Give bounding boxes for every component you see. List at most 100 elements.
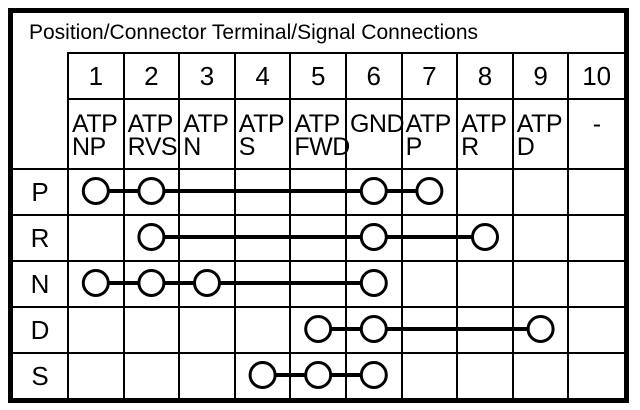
signal-name-line: FWD xyxy=(294,133,350,161)
connection-cell xyxy=(289,352,347,398)
signal-name-line: ATP xyxy=(127,110,174,138)
position-row: D xyxy=(13,306,624,354)
connection-cell xyxy=(178,260,236,308)
connection-cell xyxy=(456,352,514,398)
position-label-cell: D xyxy=(13,306,69,354)
position-label-cell: N xyxy=(13,260,69,308)
connection-cell xyxy=(122,306,181,354)
signal-name-line: - xyxy=(592,110,601,138)
connection-cell xyxy=(400,260,459,308)
connection-cell xyxy=(233,352,292,398)
connection-cell xyxy=(67,168,125,216)
connection-cell xyxy=(178,168,236,216)
signal-name-line: S xyxy=(238,133,256,161)
chart-title: Position/Connector Terminal/Signal Conne… xyxy=(29,21,479,44)
terminal-number-cell: 5 xyxy=(289,52,347,100)
connection-cell xyxy=(567,260,624,308)
connection-cell xyxy=(178,214,236,262)
connection-cell xyxy=(511,352,570,398)
connection-cell xyxy=(567,352,624,398)
signal-name-line: R xyxy=(461,133,479,161)
signal-name-line: N xyxy=(183,133,201,161)
connection-cell xyxy=(511,306,570,354)
connection-cell xyxy=(289,168,347,216)
terminal-number-cell: 8 xyxy=(456,52,514,100)
connection-cell xyxy=(511,260,570,308)
terminal-number-cell: 9 xyxy=(511,52,570,100)
connection-cell xyxy=(511,214,570,262)
connection-cell xyxy=(344,214,403,262)
signal-name-line: ATP xyxy=(516,110,563,138)
signal-name-line: GND xyxy=(349,110,405,138)
terminal-number-cell: 10 xyxy=(567,52,624,100)
connection-cell xyxy=(67,352,125,398)
connection-cell xyxy=(511,168,570,216)
connection-cell xyxy=(67,306,125,354)
connection-cell xyxy=(289,214,347,262)
terminal-number-cell: 7 xyxy=(400,52,459,100)
terminal-number-cell: 3 xyxy=(178,52,236,100)
connection-cell xyxy=(567,168,624,216)
connection-cell xyxy=(233,306,292,354)
connection-cell xyxy=(400,306,459,354)
connection-cell xyxy=(122,260,181,308)
signal-name-cell: GND xyxy=(344,98,405,170)
connection-cell xyxy=(567,214,624,262)
connection-cell xyxy=(122,214,181,262)
connection-cell xyxy=(344,352,403,398)
position-row: P xyxy=(13,168,624,216)
signal-name-line: RVS xyxy=(127,133,178,161)
connection-cell xyxy=(233,168,292,216)
terminal-number-cell: 6 xyxy=(344,52,403,100)
connection-cell xyxy=(289,260,347,308)
signal-name-cell: - xyxy=(567,98,624,170)
connection-cell xyxy=(289,306,347,354)
connection-cell xyxy=(400,214,459,262)
connection-cell xyxy=(344,168,403,216)
connection-cell xyxy=(233,214,292,262)
position-row: R xyxy=(13,214,624,262)
signal-name-line: NP xyxy=(72,133,106,161)
connection-cell xyxy=(178,352,236,398)
position-label-cell: S xyxy=(13,352,69,398)
connection-cell xyxy=(67,214,125,262)
position-label-cell: R xyxy=(13,214,69,262)
connection-cell xyxy=(456,260,514,308)
signal-name-line: ATP xyxy=(72,110,118,138)
position-row: N xyxy=(13,260,624,308)
connection-cell xyxy=(344,260,403,308)
terminal-number-cell: 2 xyxy=(122,52,181,100)
signal-name-line: ATP xyxy=(238,110,285,138)
connection-cell xyxy=(178,306,236,354)
terminal-number-cell: 4 xyxy=(233,52,292,100)
signal-name-line: D xyxy=(516,133,535,161)
connection-cell xyxy=(122,168,181,216)
connection-cell xyxy=(67,260,125,308)
connection-cell xyxy=(400,352,459,398)
signal-name-line: P xyxy=(405,133,423,161)
signal-name-line: ATP xyxy=(405,110,452,138)
connection-cell xyxy=(344,306,403,354)
terminal-number-cell: 1 xyxy=(67,52,125,100)
connection-cell xyxy=(400,168,459,216)
signal-name-line: ATP xyxy=(461,110,507,138)
connection-cell xyxy=(456,306,514,354)
position-label-cell: P xyxy=(13,168,69,216)
signal-name-line: ATP xyxy=(183,110,229,138)
connection-cell xyxy=(233,260,292,308)
connection-cell xyxy=(456,214,514,262)
connections-chart-frame: Position/Connector Terminal/Signal Conne… xyxy=(8,8,629,403)
connection-cell xyxy=(122,352,181,398)
connection-cell xyxy=(456,168,514,216)
